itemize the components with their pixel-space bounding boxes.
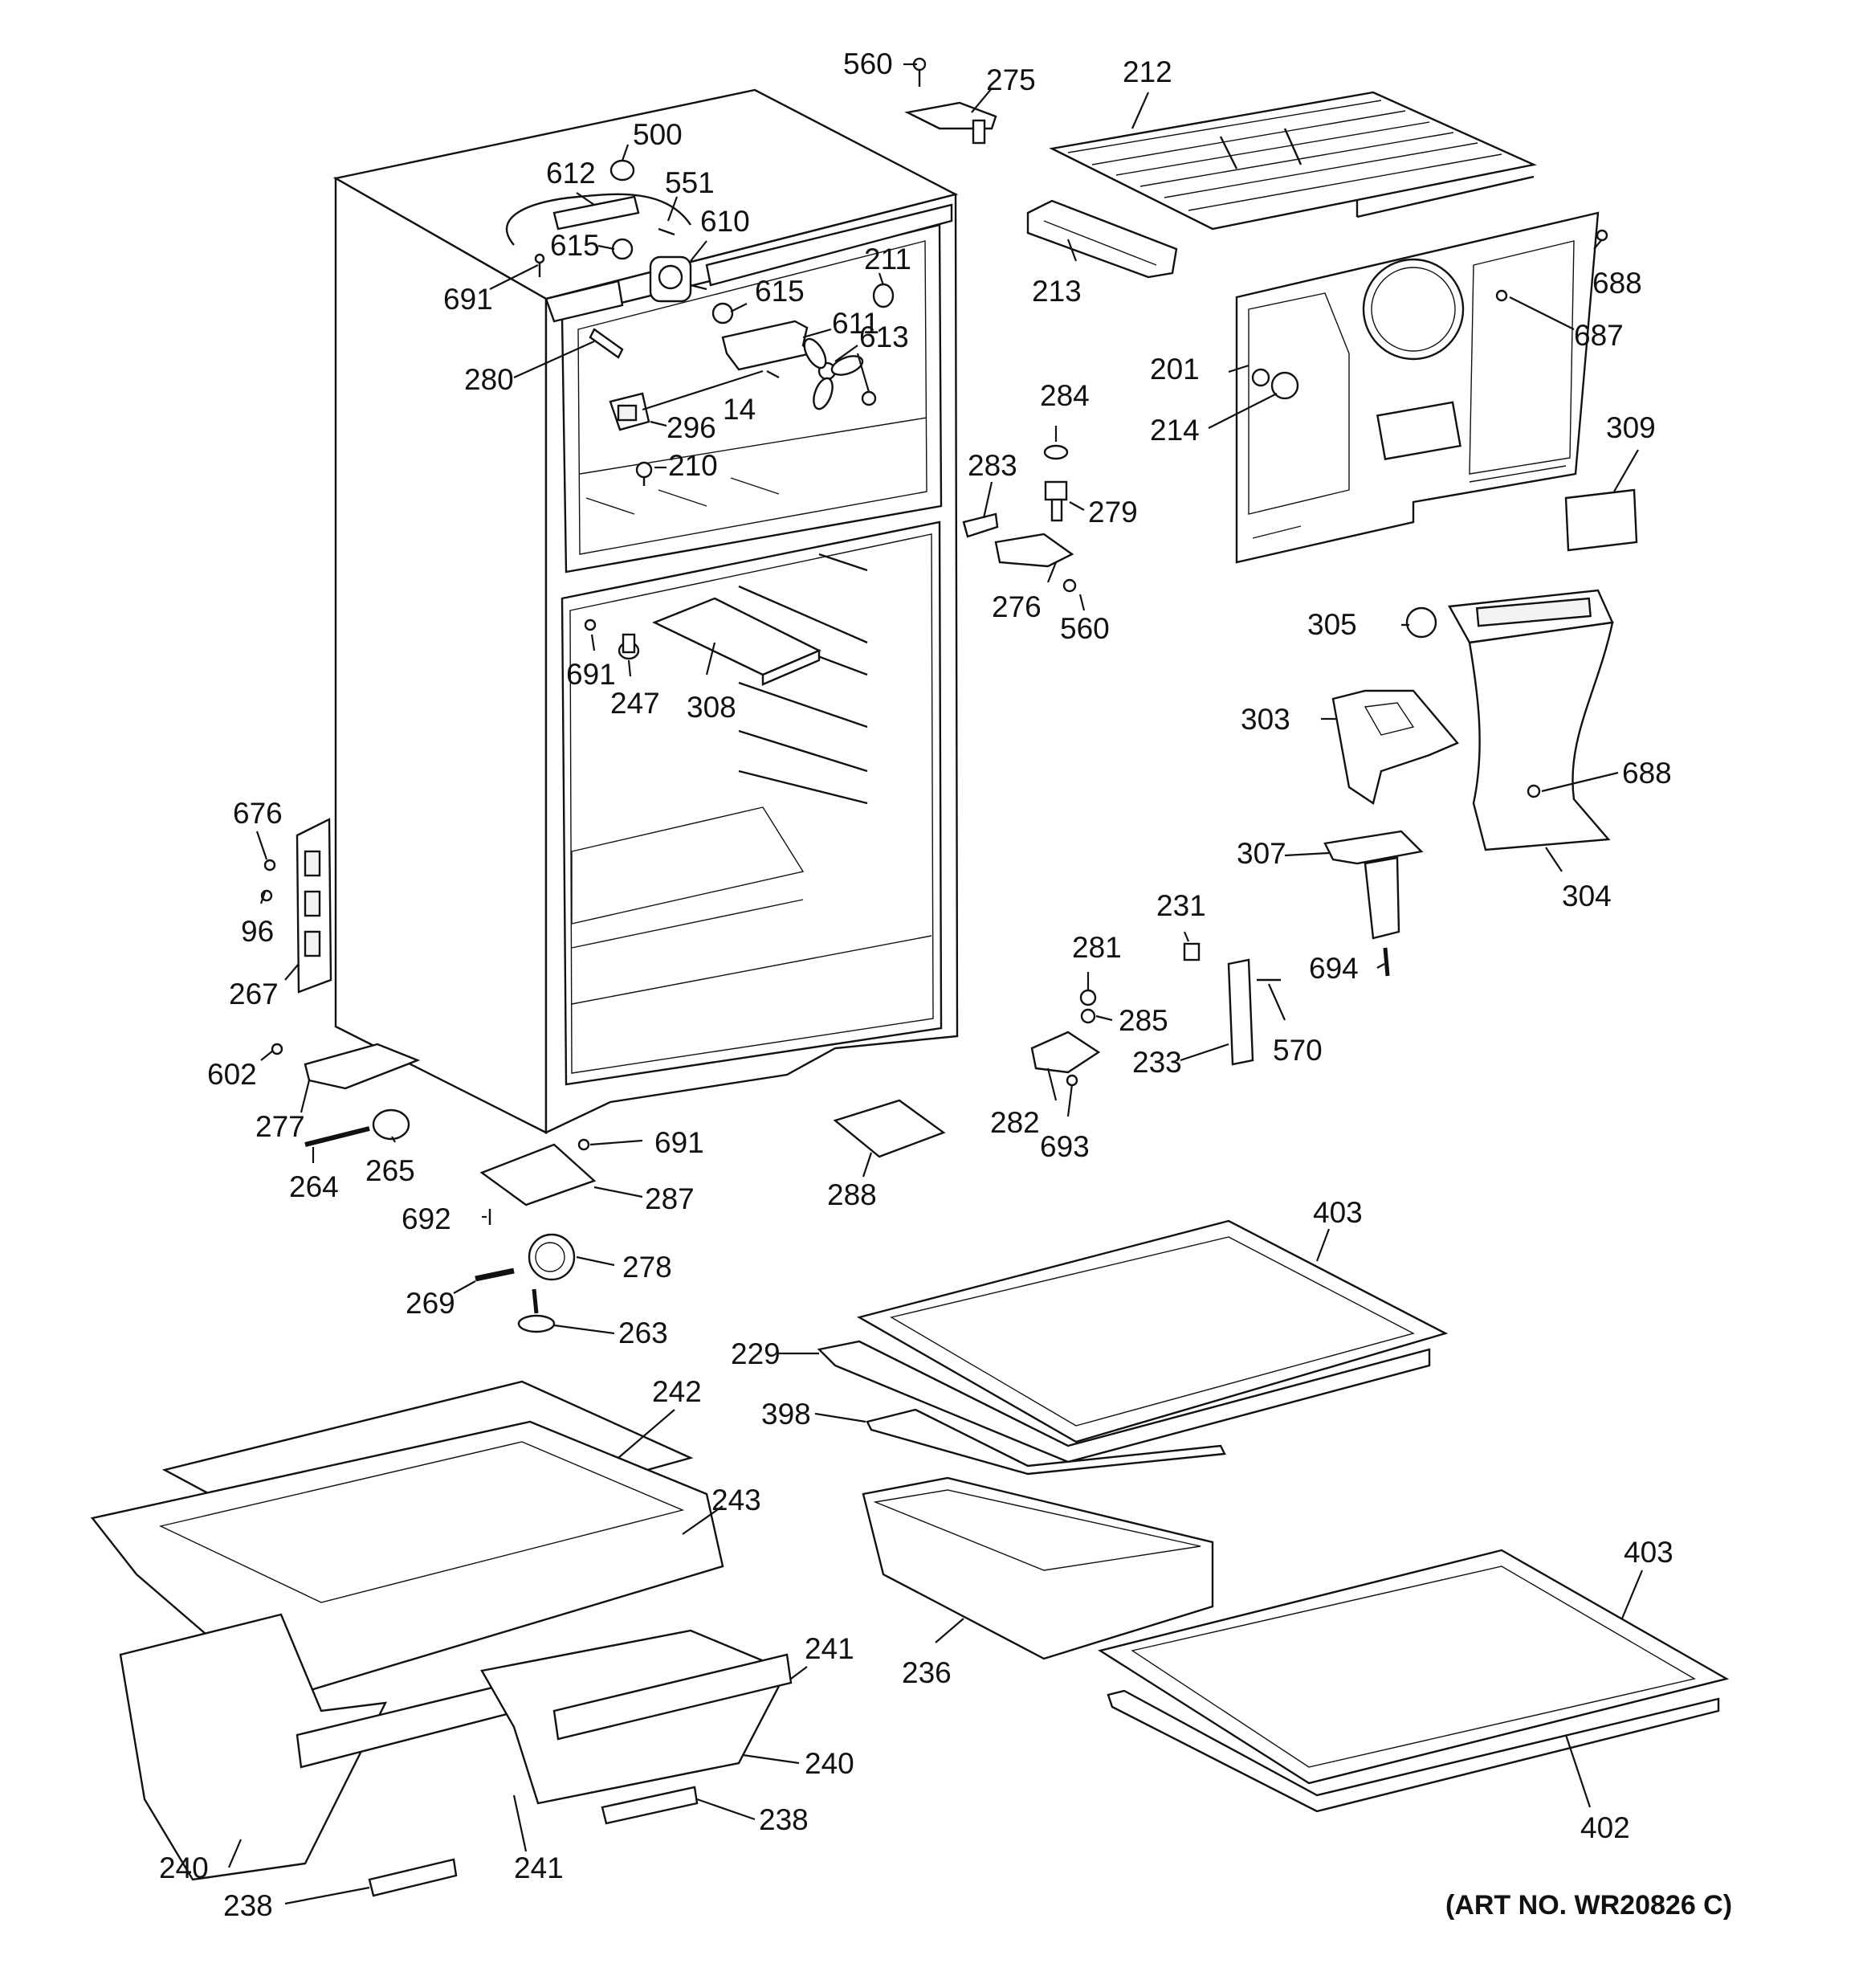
- callout-277: 277: [255, 1110, 305, 1143]
- wire-shelf-212: [1049, 91, 1537, 231]
- callout-263: 263: [618, 1316, 668, 1349]
- callout-14: 14: [723, 393, 756, 426]
- callout-403: 403: [1313, 1196, 1363, 1229]
- callout-241: 241: [805, 1632, 854, 1665]
- callout-280: 280: [464, 363, 514, 396]
- callout-284: 284: [1040, 379, 1090, 412]
- callout-551: 551: [665, 166, 715, 199]
- callout-269: 269: [406, 1287, 455, 1320]
- callout-96: 96: [241, 915, 274, 948]
- fan-blade-icon: [803, 337, 864, 410]
- callout-236: 236: [902, 1656, 952, 1689]
- callout-211: 211: [864, 243, 911, 276]
- callout-615: 615: [550, 229, 600, 262]
- hinge-parts-middle: [962, 444, 1077, 593]
- callout-691: 691: [566, 658, 616, 691]
- callout-238: 238: [223, 1889, 273, 1922]
- callout-242: 242: [652, 1375, 702, 1408]
- glass-shelves-right: [817, 1219, 1730, 1813]
- callout-288: 288: [827, 1178, 877, 1211]
- callout-213: 213: [1032, 275, 1082, 308]
- callout-692: 692: [402, 1202, 451, 1235]
- callout-233: 233: [1132, 1046, 1182, 1079]
- callout-612: 612: [546, 157, 596, 190]
- callout-398: 398: [761, 1398, 811, 1431]
- callout-210: 210: [668, 449, 718, 482]
- callout-264: 264: [289, 1170, 339, 1203]
- callout-308: 308: [687, 691, 736, 724]
- callout-296: 296: [667, 411, 716, 444]
- callout-267: 267: [229, 978, 279, 1010]
- callout-240: 240: [159, 1851, 209, 1884]
- callout-688: 688: [1592, 267, 1642, 300]
- callout-287: 287: [645, 1182, 695, 1215]
- leader-lines: [227, 63, 1644, 1905]
- freezer-components: [505, 159, 895, 486]
- art-number: (ART NO. WR20826 C): [1445, 1890, 1732, 1921]
- callout-402: 402: [1580, 1811, 1630, 1844]
- callout-676: 676: [233, 797, 283, 830]
- callout-243: 243: [711, 1484, 761, 1517]
- callout-labels: 560 275 212 500 612 551 610 615 691 615 …: [159, 47, 1673, 1922]
- callout-309: 309: [1606, 411, 1656, 444]
- fresh-food-parts-upper: [584, 597, 821, 686]
- callout-283: 283: [968, 449, 1017, 482]
- callout-560: 560: [1060, 612, 1110, 645]
- callout-694: 694: [1309, 952, 1359, 985]
- callout-613: 613: [859, 320, 909, 353]
- callout-229: 229: [731, 1337, 781, 1370]
- callout-602: 602: [207, 1058, 257, 1091]
- callout-279: 279: [1088, 496, 1138, 529]
- callout-500: 500: [633, 118, 683, 151]
- callout-305: 305: [1307, 608, 1357, 641]
- callout-570: 570: [1273, 1034, 1323, 1067]
- callout-281: 281: [1072, 931, 1122, 964]
- callout-560: 560: [843, 47, 893, 80]
- callout-693: 693: [1040, 1130, 1090, 1163]
- callout-687: 687: [1574, 319, 1624, 352]
- callout-691: 691: [654, 1126, 704, 1159]
- callout-278: 278: [622, 1251, 672, 1284]
- callout-241: 241: [514, 1851, 564, 1884]
- callout-304: 304: [1562, 880, 1612, 912]
- callout-307: 307: [1237, 837, 1286, 870]
- callout-240: 240: [805, 1747, 854, 1780]
- left-hinge-parts: [260, 818, 332, 1055]
- callout-276: 276: [992, 590, 1042, 623]
- callout-214: 214: [1150, 414, 1200, 447]
- callout-212: 212: [1123, 55, 1172, 88]
- callout-285: 285: [1119, 1004, 1168, 1037]
- callout-231: 231: [1156, 889, 1206, 922]
- callout-247: 247: [610, 687, 660, 720]
- callout-691: 691: [443, 283, 493, 316]
- callout-201: 201: [1150, 353, 1200, 386]
- callout-265: 265: [365, 1154, 415, 1187]
- callout-615: 615: [755, 275, 805, 308]
- air-duct-assembly: [1323, 589, 1614, 940]
- bottom-hardware: [304, 942, 1390, 1333]
- callout-282: 282: [990, 1106, 1040, 1139]
- callout-688: 688: [1622, 757, 1672, 790]
- callout-611: 611: [832, 307, 879, 340]
- callout-610: 610: [700, 205, 750, 238]
- freezer-rear-panel-201: [1235, 211, 1608, 564]
- callout-238: 238: [759, 1803, 809, 1836]
- part-309-pad: [1564, 488, 1638, 552]
- callout-275: 275: [986, 63, 1036, 96]
- crisper-drawers-left: [90, 1380, 793, 1897]
- callout-303: 303: [1241, 703, 1290, 736]
- callout-403: 403: [1624, 1536, 1673, 1569]
